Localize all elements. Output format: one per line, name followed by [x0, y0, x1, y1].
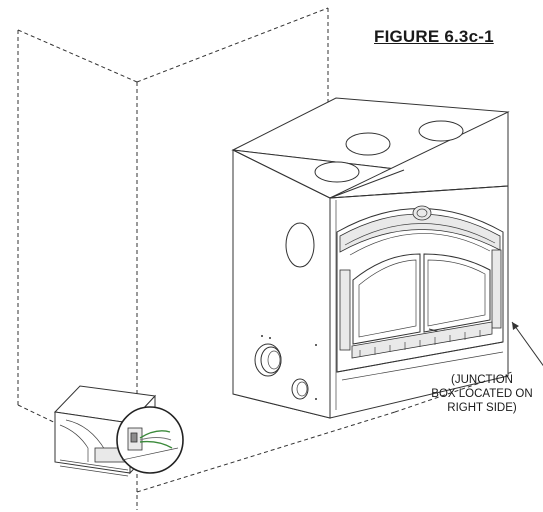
top-vent-opening — [314, 161, 360, 183]
duct-collar-small — [291, 378, 309, 400]
junction-box-leader — [511, 321, 543, 367]
green-wire — [139, 440, 173, 449]
figure-title: FIGURE 6.3c-1 — [374, 27, 494, 46]
callout-line: (JUNCTION — [451, 374, 513, 386]
right-glass-door — [423, 253, 491, 333]
green-wire — [139, 430, 171, 439]
top-vent-opening — [345, 132, 391, 156]
junction-box-detail-circle — [116, 406, 184, 474]
white-wire — [139, 437, 172, 441]
medallion-emblem — [412, 205, 432, 221]
fireplace-front-frame — [336, 205, 504, 381]
side-duct-opening — [285, 222, 315, 268]
fireplace-unit — [231, 97, 510, 419]
junction-box-callout: (JUNCTION BOX LOCATED ON RIGHT SIDE) — [420, 373, 543, 415]
callout-line: RIGHT SIDE) — [447, 402, 517, 414]
callout-line: BOX LOCATED ON — [431, 388, 533, 400]
duct-collar-large — [254, 343, 282, 377]
top-vent-opening — [418, 120, 464, 142]
